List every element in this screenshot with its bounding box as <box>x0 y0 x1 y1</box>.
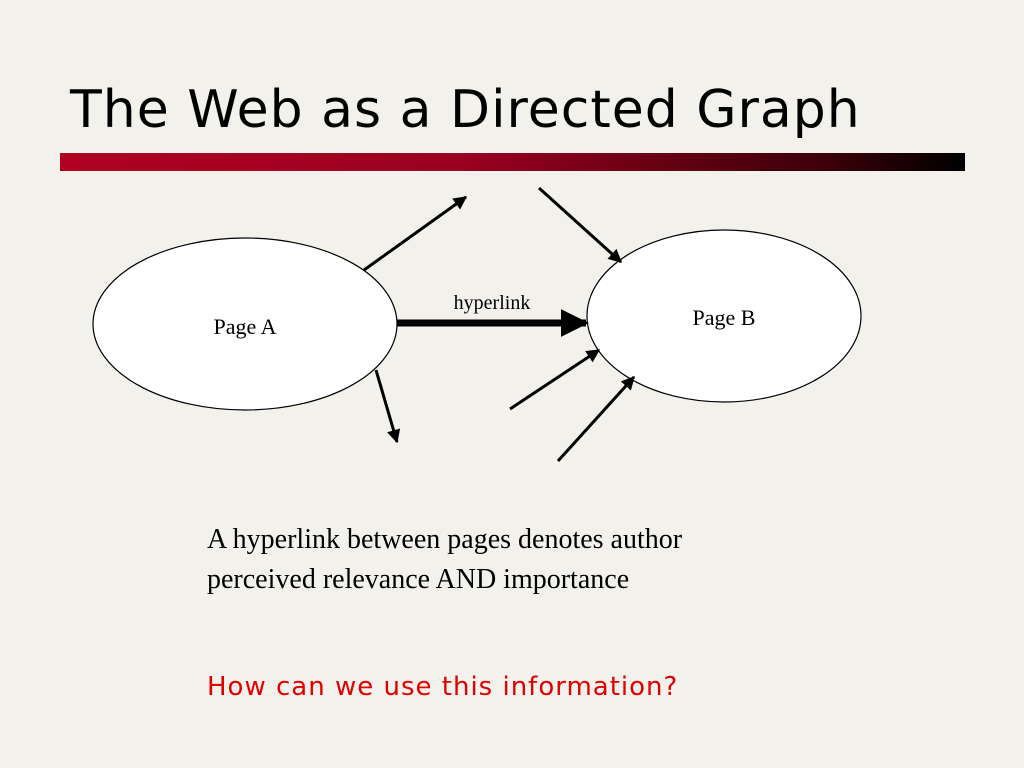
body-paragraph: A hyperlink between pages denotes author… <box>207 520 847 600</box>
inlink-arrow-bottom <box>556 375 636 463</box>
body-line-2: perceived relevance AND importance <box>207 564 630 595</box>
inlink-arrow-top <box>537 186 623 264</box>
slide-title: The Web as a Directed Graph <box>70 80 861 140</box>
page-a-node: Page A <box>92 237 398 411</box>
page-b-node: Page B <box>586 229 862 403</box>
inlink-arrow-lower-left <box>509 348 601 411</box>
page-b-label: Page B <box>693 305 756 330</box>
body-line-1: A hyperlink between pages denotes author <box>207 524 683 555</box>
hyperlink-label: hyperlink <box>454 292 531 314</box>
question-text: How can we use this information? <box>207 672 679 702</box>
hyperlink-edge: hyperlink <box>397 292 589 337</box>
outlink-arrow-up <box>363 195 468 272</box>
title-divider <box>60 153 965 171</box>
outlink-arrow-down <box>374 369 401 444</box>
page-a-label: Page A <box>214 314 277 339</box>
